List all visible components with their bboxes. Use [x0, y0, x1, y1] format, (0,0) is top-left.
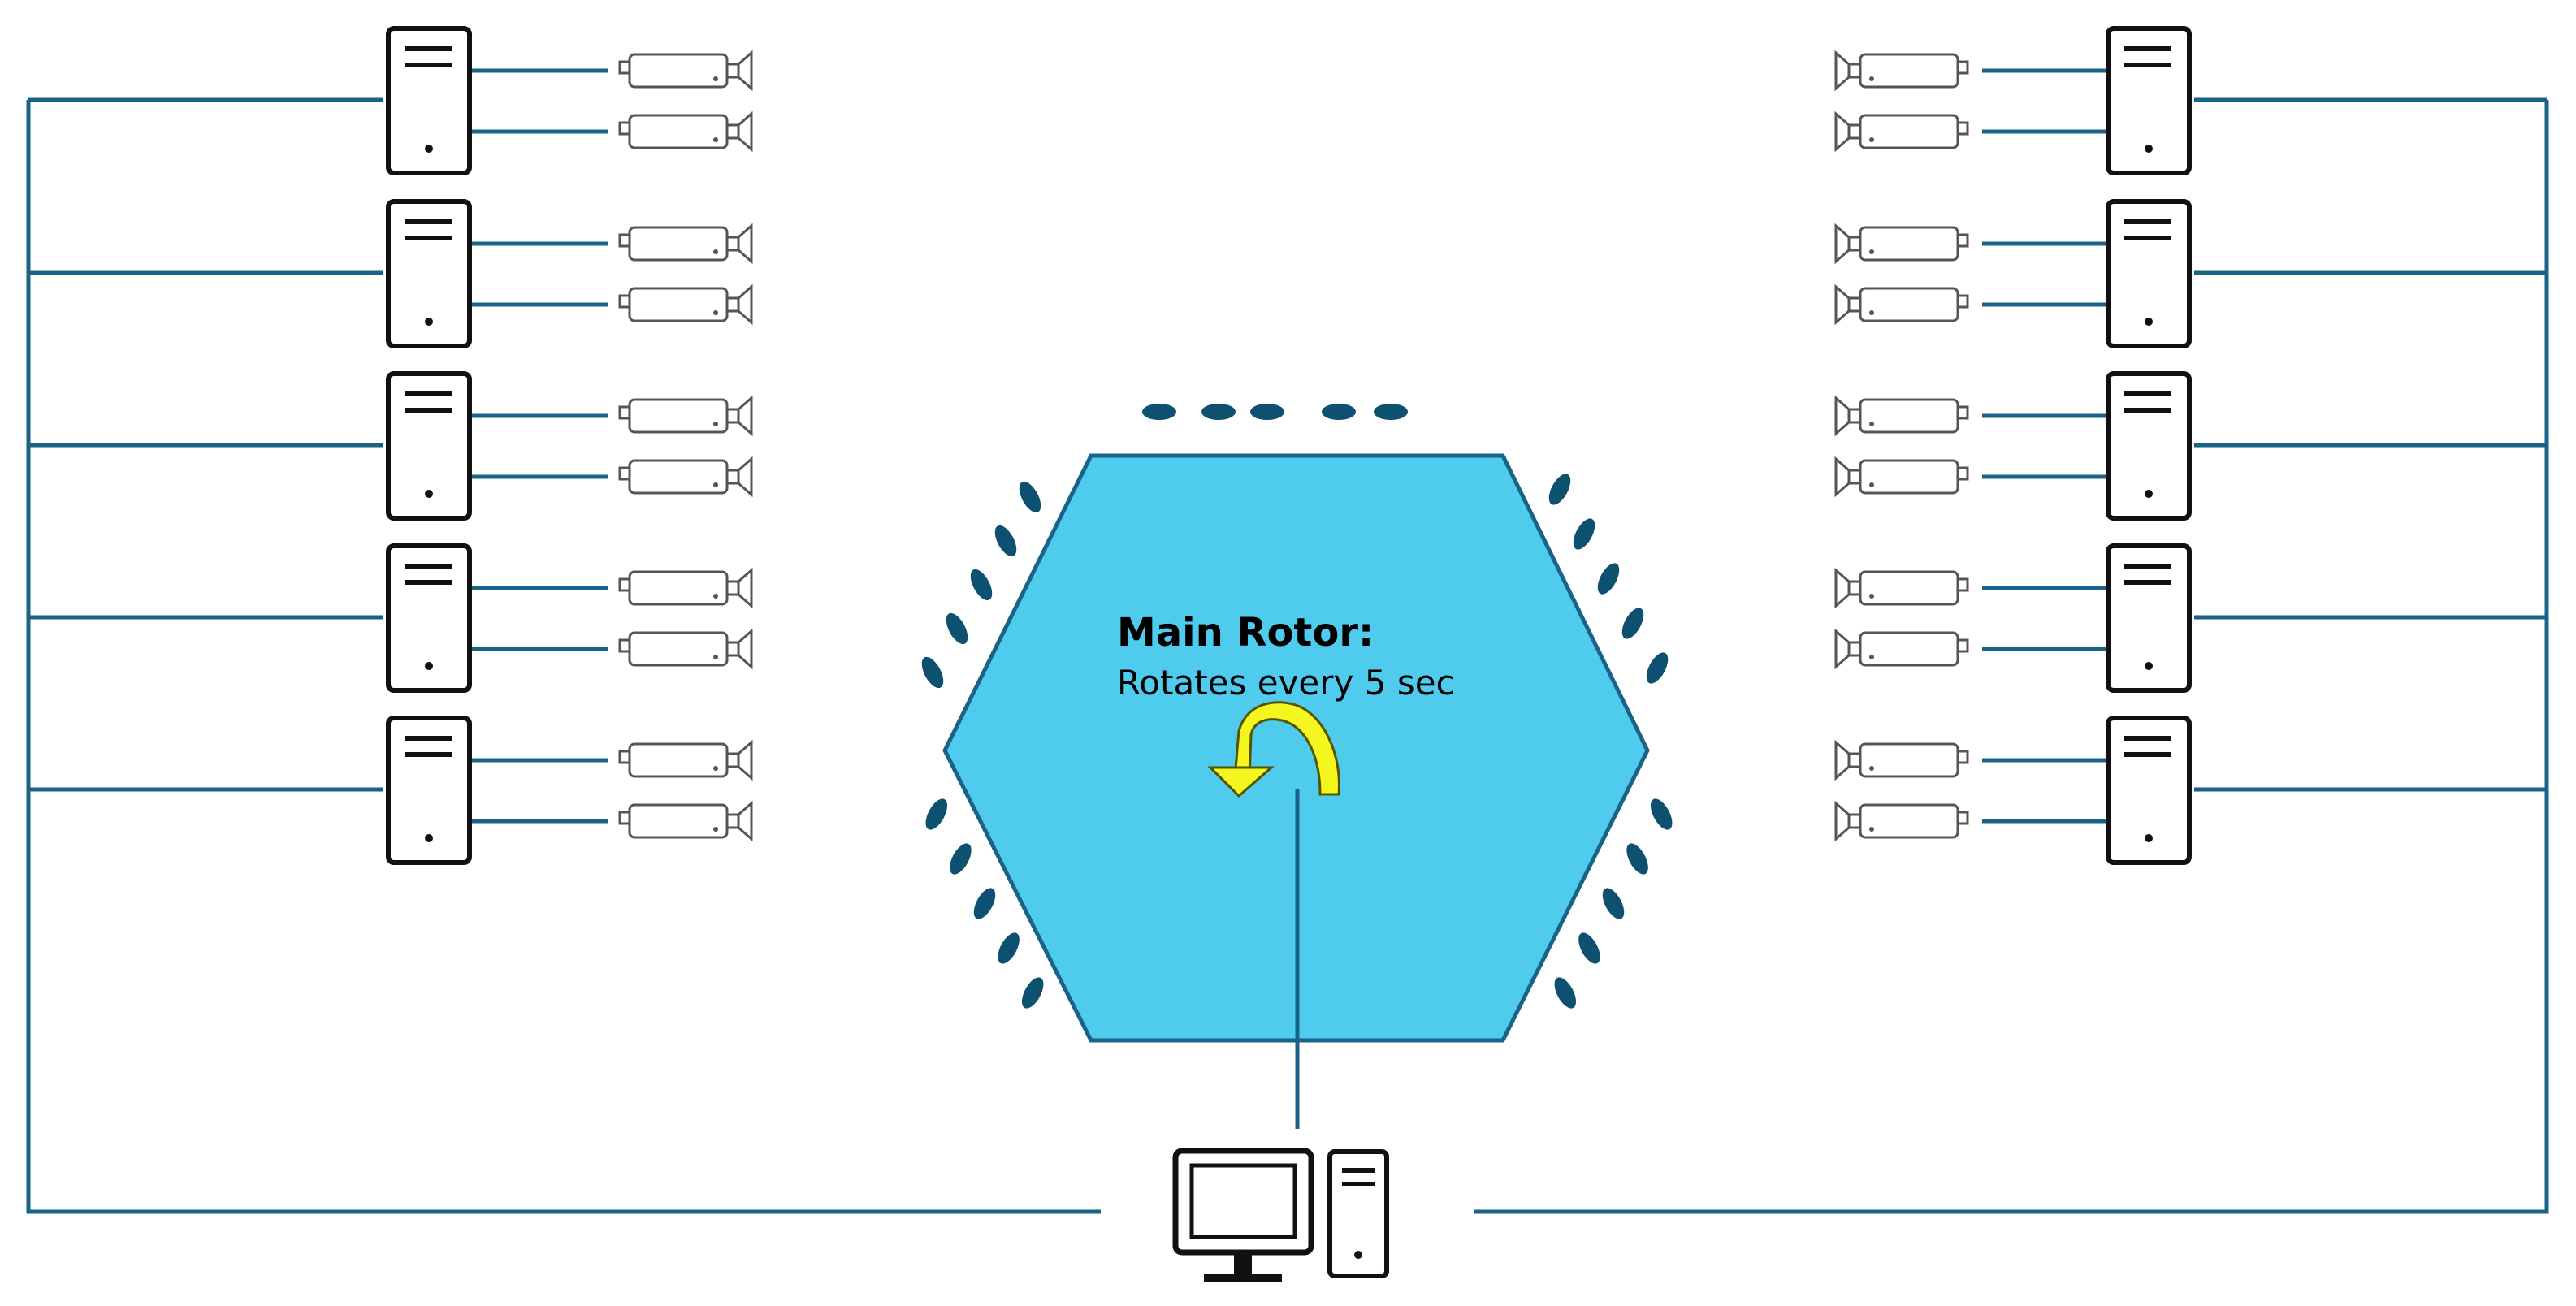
- video-camera-icon: [618, 456, 753, 498]
- video-camera-icon: [618, 50, 753, 92]
- server-tower-icon: [386, 371, 472, 521]
- monitor-icon: [1172, 1148, 1314, 1282]
- rotor-subtitle: Rotates every 5 sec: [1117, 663, 1455, 703]
- rotor-marker: [1578, 932, 1600, 964]
- video-camera-icon: [1834, 567, 1969, 609]
- rotor-marker: [1322, 404, 1356, 420]
- rotor-marker: [1548, 474, 1571, 505]
- server-tower-icon: [386, 26, 472, 175]
- right-bus-to-controller: [1474, 100, 2549, 1214]
- video-camera-icon: [618, 110, 753, 153]
- rotor-marker: [950, 843, 972, 875]
- rotor-marker: [1626, 843, 1648, 875]
- server-tower-icon: [2106, 716, 2192, 865]
- left-server-group: [386, 26, 753, 865]
- rotor-marker: [1650, 798, 1673, 830]
- rotor-title: Main Rotor:: [1117, 610, 1374, 655]
- control-computer: [1172, 1148, 1389, 1282]
- video-camera-icon: [618, 628, 753, 670]
- server-tower-icon: [386, 543, 472, 693]
- rotor-marker: [946, 612, 968, 645]
- video-camera-icon: [618, 283, 753, 326]
- left-bus-to-controller: [26, 100, 1102, 1214]
- server-tower-icon: [2106, 26, 2192, 175]
- rotor-marker: [994, 525, 1017, 557]
- video-camera-icon: [1834, 110, 1969, 153]
- connection-lines: [26, 68, 2549, 1214]
- rotor-marker: [1621, 608, 1644, 639]
- rotor-marker: [1019, 481, 1041, 513]
- video-camera-icon: [1834, 628, 1969, 670]
- video-camera-icon: [618, 567, 753, 609]
- rotor-hexagon: [942, 453, 1650, 1043]
- server-tower-icon: [2106, 199, 2192, 348]
- rotor-marker: [1142, 404, 1176, 420]
- rotor-marker: [1021, 977, 1044, 1009]
- video-camera-icon: [1834, 800, 1969, 842]
- rotor-marker: [1646, 652, 1669, 684]
- server-tower-icon: [386, 199, 472, 348]
- video-camera-icon: [618, 800, 753, 842]
- video-camera-icon: [618, 223, 753, 265]
- rotor-marker: [1602, 888, 1625, 919]
- rotor-marker: [973, 888, 996, 919]
- video-camera-icon: [1834, 50, 1969, 92]
- rotor-marker: [921, 656, 944, 689]
- right-server-group: [1834, 26, 2192, 865]
- counterclockwise-rotation-arrow-icon: [1207, 701, 1340, 798]
- video-camera-icon: [1834, 456, 1969, 498]
- rotor-marker: [970, 569, 993, 601]
- rotor-marker: [1554, 977, 1577, 1009]
- rotor-marker: [1597, 563, 1620, 595]
- pc-tower-icon: [1327, 1149, 1389, 1278]
- rotor-marker: [998, 932, 1020, 964]
- video-camera-icon: [1834, 395, 1969, 437]
- rotor-marker: [925, 798, 948, 830]
- video-camera-icon: [618, 739, 753, 781]
- rotor-position-markers: [921, 404, 1673, 1009]
- rotor-marker: [1250, 404, 1284, 420]
- server-tower-icon: [2106, 543, 2192, 693]
- rotor-marker: [1573, 518, 1595, 550]
- server-tower-icon: [386, 716, 472, 865]
- main-rotor: Main Rotor: Rotates every 5 sec: [921, 404, 1673, 1129]
- rotor-marker: [1374, 404, 1408, 420]
- rotor-marker: [1201, 404, 1236, 420]
- video-camera-icon: [1834, 739, 1969, 781]
- server-tower-icon: [2106, 371, 2192, 521]
- video-camera-icon: [618, 395, 753, 437]
- video-camera-icon: [1834, 283, 1969, 326]
- video-camera-icon: [1834, 223, 1969, 265]
